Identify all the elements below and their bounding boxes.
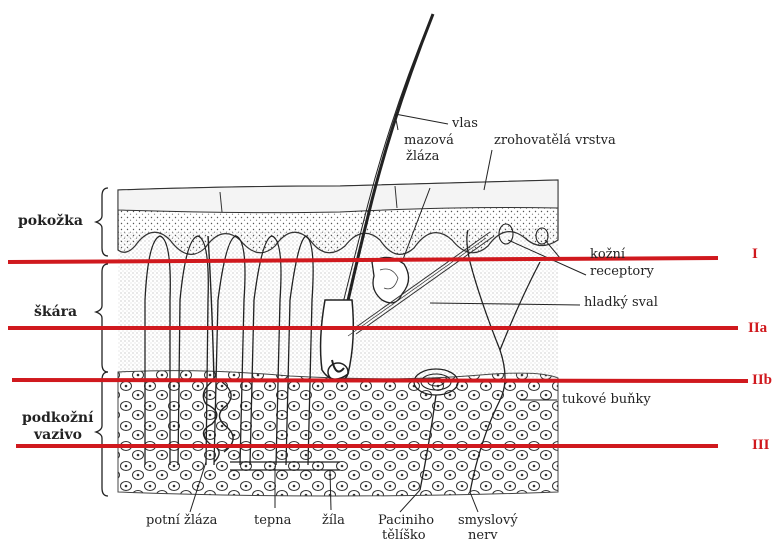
cut-label-iib: IIb bbox=[752, 372, 772, 389]
cut-label-iii: III bbox=[752, 437, 770, 454]
label-podkozni: podkožní bbox=[22, 410, 93, 426]
label-potni-zlaza: potní žláza bbox=[146, 513, 217, 528]
label-receptory: receptory bbox=[590, 265, 654, 279]
cut-label-iia: IIa bbox=[748, 320, 767, 337]
cut-line-iib bbox=[12, 380, 748, 381]
cut-label-i: I bbox=[752, 246, 758, 263]
label-tepna: tepna bbox=[254, 513, 291, 528]
label-pacini-1: Paciniho bbox=[378, 513, 434, 528]
label-skara: škára bbox=[34, 304, 77, 320]
label-pokozka: pokožka bbox=[18, 213, 83, 229]
subcutaneous-layer bbox=[118, 371, 558, 496]
label-vazivo: vazivo bbox=[34, 427, 82, 443]
label-zlaza: žláza bbox=[406, 150, 439, 164]
label-pacini-2: tělíško bbox=[382, 528, 426, 543]
label-hladky-sval: hladký sval bbox=[584, 296, 658, 310]
layer-brackets bbox=[96, 188, 108, 496]
label-kozni: kožní bbox=[590, 248, 625, 262]
label-vlas: vlas bbox=[452, 117, 478, 131]
label-tukove-bunky: tukové buňky bbox=[562, 393, 651, 407]
label-smyslovy-2: nerv bbox=[468, 528, 498, 543]
label-zila: žíla bbox=[322, 513, 345, 528]
label-zrohovatela-vrstva: zrohovatělá vrstva bbox=[494, 134, 616, 148]
label-mazova: mazová bbox=[404, 134, 454, 148]
label-smyslovy-1: smyslový bbox=[458, 513, 518, 528]
